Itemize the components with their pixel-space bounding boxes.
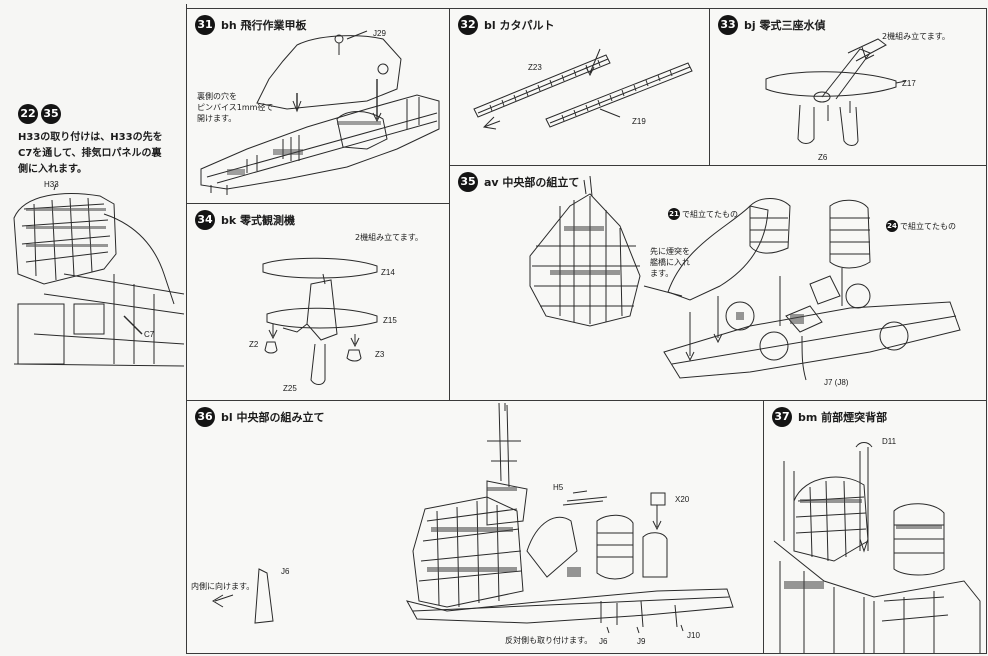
part-label-z6: Z6: [818, 153, 828, 162]
step-number: 33: [718, 15, 738, 35]
ref-number: 21: [668, 208, 680, 220]
step-number: 31: [195, 15, 215, 35]
left-instruction: H33の取り付けは、H33の先を C7を通して、排気ロパネルの裏 側に入れます。: [18, 130, 163, 178]
part-label-j29: J29: [373, 29, 386, 38]
opposite-side-note: 反対側も取り付けます。: [505, 636, 593, 645]
observation-plane-drawing: [262, 257, 378, 385]
part-label-c7: C7: [144, 330, 155, 339]
step-title: bk 零式観測機: [221, 214, 296, 227]
funnel-first-note: 先に煙突を 艦橋に入れ ます。: [650, 246, 690, 279]
instruction-line: 側に入れます。: [18, 164, 87, 175]
part-label-z3: Z3: [375, 350, 385, 359]
step-37-panel: 37 bm 前部煙突背部 D11: [763, 400, 987, 654]
part-label-j6: J6: [281, 567, 290, 576]
step-header: 32 bl カタパルト: [458, 15, 554, 35]
part-label-z19: Z19: [632, 117, 646, 126]
step-title: av 中央部の組立て: [484, 176, 580, 189]
step-title: bm 前部煙突背部: [798, 411, 888, 424]
step-header: 31 bh 飛行作業甲板: [195, 15, 307, 35]
part-label-j6-bottom: J6: [599, 637, 608, 646]
note-line: 裏側の穴を: [197, 92, 237, 101]
instruction-line: C7を通して、排気ロパネルの裏: [18, 148, 162, 159]
part-label-j7-j8: J7 (J8): [824, 378, 849, 387]
part-label-d11: D11: [882, 437, 897, 446]
left-panel: 22 35 H33の取り付けは、H33の先を C7を通して、排気ロパネルの裏 側…: [4, 4, 187, 652]
part-label-h5: H5: [553, 483, 564, 492]
step-number-22: 22: [18, 104, 38, 124]
step-number: 32: [458, 15, 478, 35]
note-line: 艦橋に入れ: [650, 258, 690, 267]
step-header: 34 bk 零式観測機: [195, 210, 295, 230]
callout-text: で組立てたもの: [900, 221, 956, 231]
note-line: ピンバイス1mm径で: [197, 103, 274, 112]
part-label-z2: Z2: [249, 340, 259, 349]
drill-note: 裏側の穴を ピンバイス1mm径で 開けます。: [197, 91, 273, 124]
step-number: 37: [772, 407, 792, 427]
funnel-detail-drawing: [13, 183, 185, 367]
step-title: bh 飛行作業甲板: [221, 19, 307, 32]
funnel-rear-drawing: [773, 442, 981, 653]
seaplane-drawing: [765, 38, 907, 146]
step-33-panel: 33 bj 零式三座水偵 2機組み立てます。 Z17 Z6: [709, 8, 987, 166]
step-header: 33 bj 零式三座水偵: [718, 15, 825, 35]
note-line: 開けます。: [197, 114, 237, 123]
step-number: 35: [458, 172, 478, 192]
note-line: 先に煙突を: [650, 247, 690, 256]
note-line: ます。: [650, 269, 674, 278]
assembly-count-note: 2機組み立てます。: [355, 233, 423, 242]
step-title: bj 零式三座水偵: [744, 19, 826, 32]
left-step-badges: 22 35: [18, 104, 61, 124]
step-header: 37 bm 前部煙突背部: [772, 407, 887, 427]
step-header: 36 bl 中央部の組み立て: [195, 407, 324, 427]
mid-section-assembly-drawing: [212, 402, 734, 634]
part-label-z23: Z23: [528, 63, 542, 72]
step-number-35: 35: [41, 104, 61, 124]
step-header: 35 av 中央部の組立て: [458, 172, 579, 192]
step-number: 36: [195, 407, 215, 427]
instruction-line: H33の取り付けは、H33の先を: [18, 132, 163, 143]
step-title: bl 中央部の組み立て: [221, 411, 325, 424]
catapult-drawing: [473, 48, 693, 130]
ref-number: 24: [886, 220, 898, 232]
flight-deck-drawing: [200, 30, 440, 195]
step-32-panel: 32 bl カタパルト Z23 Z19: [449, 8, 710, 166]
part-label-z17: Z17: [902, 79, 916, 88]
step-31-panel: 31 bh 飛行作業甲板 裏側の穴を ピンバイス1mm径で 開けます。 J29: [186, 8, 450, 204]
part-label-h33: H33: [44, 180, 59, 189]
inward-note: 内側に向けます。: [191, 582, 255, 591]
step-number: 34: [195, 210, 215, 230]
step-title: bl カタパルト: [484, 19, 555, 32]
part-label-z14: Z14: [381, 268, 395, 277]
part-label-z15: Z15: [383, 316, 397, 325]
step-36-panel: 36 bl 中央部の組み立て 内側に向けます。 反対側も取り付けます。 J6 H…: [186, 400, 764, 654]
callout-21: 21 で組立てたもの: [668, 208, 738, 220]
central-section-drawing: [529, 175, 961, 381]
step-35-panel: 35 av 中央部の組立て 21 で組立てたもの 24 で組立てたもの 先に煙突…: [449, 165, 987, 401]
part-label-x20: X20: [675, 495, 690, 504]
assembly-count-note: 2機組み立てます。: [882, 32, 950, 41]
step-34-panel: 34 bk 零式観測機 2機組み立てます。 Z14 Z15 Z2 Z3 Z25: [186, 203, 450, 401]
part-label-j9: J9: [637, 637, 646, 646]
callout-text: で組立てたもの: [682, 209, 738, 219]
part-label-j10: J10: [687, 631, 700, 640]
part-label-z25: Z25: [283, 384, 297, 393]
callout-24: 24 で組立てたもの: [886, 220, 956, 232]
